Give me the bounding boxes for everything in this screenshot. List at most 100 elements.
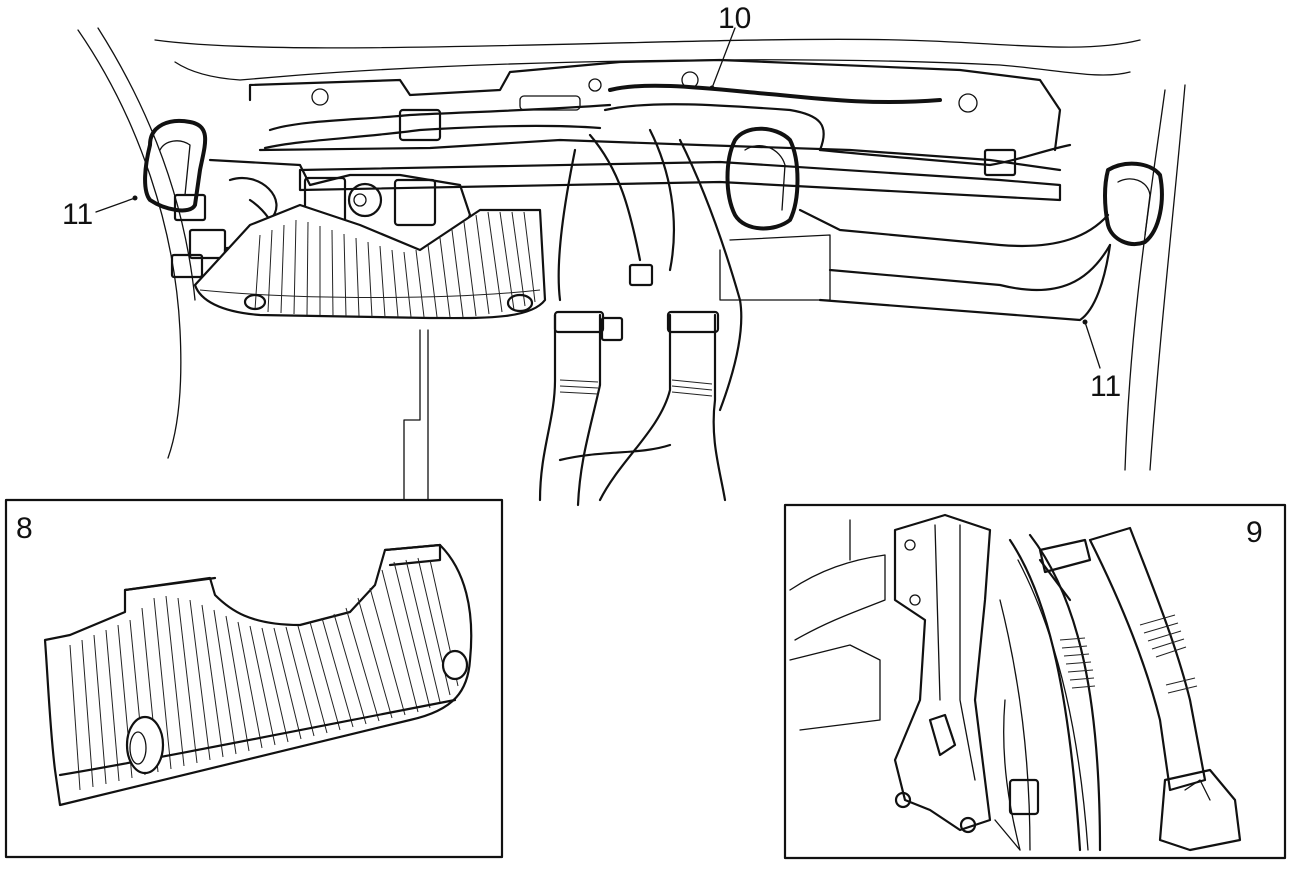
left-a-pillar-inner: [97, 27, 196, 301]
bracket-fold-2: [959, 524, 976, 781]
console-connector-mid: [600, 316, 624, 342]
main-harness: [608, 83, 942, 105]
duct-lower-tab: [1184, 779, 1211, 801]
connector-mid: [628, 263, 654, 287]
console-connector-r: [666, 310, 720, 334]
leader-11-left: [95, 197, 136, 213]
switch-body-right: [393, 178, 437, 227]
harness-bundle-wire-2: [999, 599, 1031, 851]
air-duct: [1088, 526, 1207, 792]
center-vent-inner: [744, 145, 786, 211]
cross-beam-lower: [258, 138, 1062, 172]
harness-wrap: [1059, 637, 1096, 689]
console-connector-l: [553, 310, 605, 334]
console-right-edge: [712, 313, 727, 502]
beam-hole-2: [588, 78, 602, 92]
ignition-key-slot: [353, 193, 367, 207]
beam-hole-4: [958, 93, 978, 113]
leader-11-right: [1084, 321, 1101, 369]
right-a-pillar: [1124, 89, 1166, 471]
right-duct-end: [818, 243, 1112, 322]
duct-ribs: [1139, 614, 1198, 694]
lower-cover-hole-left: [243, 293, 267, 311]
cover-detail-tab-right: [383, 543, 442, 567]
lower-cover-outline: [193, 203, 547, 320]
console-left-edge: [538, 313, 557, 502]
harness-connector: [1008, 778, 1040, 816]
lower-cover-detail: [43, 543, 473, 807]
lower-cover-ribbing: [199, 211, 541, 318]
harness-bundle-edge-1: [1008, 538, 1082, 852]
harness-connector-lead: [994, 819, 1021, 851]
bg-structure-mid: [789, 644, 881, 731]
right-vent-duct: [798, 208, 1110, 247]
harness-drop-3: [678, 138, 743, 412]
harness-bundle-edge-2: [1028, 533, 1102, 852]
cover-detail-hole-right: [441, 649, 469, 681]
bracket-hole-1: [904, 539, 916, 551]
wire-loop-1: [228, 177, 278, 222]
inset-8: 8: [4, 498, 504, 859]
bracket-hole-3: [894, 791, 912, 809]
lower-cover-hole-right: [506, 293, 534, 313]
console-bracket-right: [719, 249, 831, 301]
windshield-outline: [154, 38, 1141, 49]
leader-10-dot: [709, 85, 715, 91]
leader-to-inset-8: [403, 329, 429, 501]
left-a-pillar: [77, 29, 182, 459]
harness-bundle-wire-1: [1017, 559, 1089, 851]
connector-left-2: [188, 228, 227, 260]
callout-10: 10: [718, 2, 751, 35]
inset-9-frame: [783, 503, 1287, 860]
harness-run-left-2: [263, 124, 602, 150]
duct-lower-mount: [1158, 768, 1242, 852]
duct-clamp-top: [1038, 538, 1092, 574]
bg-structure-top: [789, 554, 886, 641]
cowl-top-edge: [174, 59, 1131, 81]
right-vent-duct-lower: [828, 243, 1112, 292]
console-cross: [558, 443, 672, 462]
harness-bundle-wire-3: [1003, 699, 1021, 851]
console-box-right: [729, 234, 831, 301]
lower-cover-installed: [193, 203, 547, 320]
harness-right-branch: [818, 143, 1072, 167]
bracket-hole-2: [909, 594, 921, 606]
console-mid-edge: [598, 313, 672, 502]
duct-clip: [1038, 558, 1072, 602]
left-air-vent: [143, 119, 208, 213]
cover-detail-lower-lip: [58, 698, 457, 777]
main-view: 10 11 11: [62, 2, 1186, 507]
right-a-pillar-inner: [1149, 84, 1186, 471]
console-left-inner: [576, 313, 602, 507]
connector-left-3: [170, 253, 204, 279]
connector-left-1: [173, 193, 207, 222]
leader-11-right-dot: [1082, 319, 1088, 325]
inset-8-frame: [4, 498, 504, 859]
vertical-bracket: [893, 513, 992, 832]
callout-9: 9: [1246, 516, 1263, 549]
switch-block-outline: [208, 158, 472, 247]
center-air-vent: [725, 126, 800, 231]
bracket-hole-4: [959, 816, 977, 834]
left-vent-inner: [159, 140, 191, 196]
cover-detail-hole-left: [125, 715, 165, 775]
harness-drop-1: [588, 133, 642, 262]
bracket-harness-detail: [789, 513, 1242, 852]
harness-drop-2: [648, 128, 675, 272]
leader-10: [711, 27, 736, 89]
callout-11-left: 11: [62, 198, 93, 231]
connector-top: [398, 108, 442, 142]
beam-hole-1: [311, 88, 329, 106]
right-air-vent: [1103, 161, 1164, 246]
bracket-fold-1: [934, 524, 941, 701]
cross-beam-bar: [298, 160, 1062, 202]
ignition-lock: [347, 182, 383, 218]
harness-run-left: [268, 103, 612, 132]
console-ribs: [559, 379, 713, 397]
leader-11-left-dot: [132, 195, 138, 201]
callout-11-right: 11: [1090, 370, 1121, 403]
inset-9: 9: [783, 503, 1287, 860]
beam-slot: [519, 95, 581, 111]
